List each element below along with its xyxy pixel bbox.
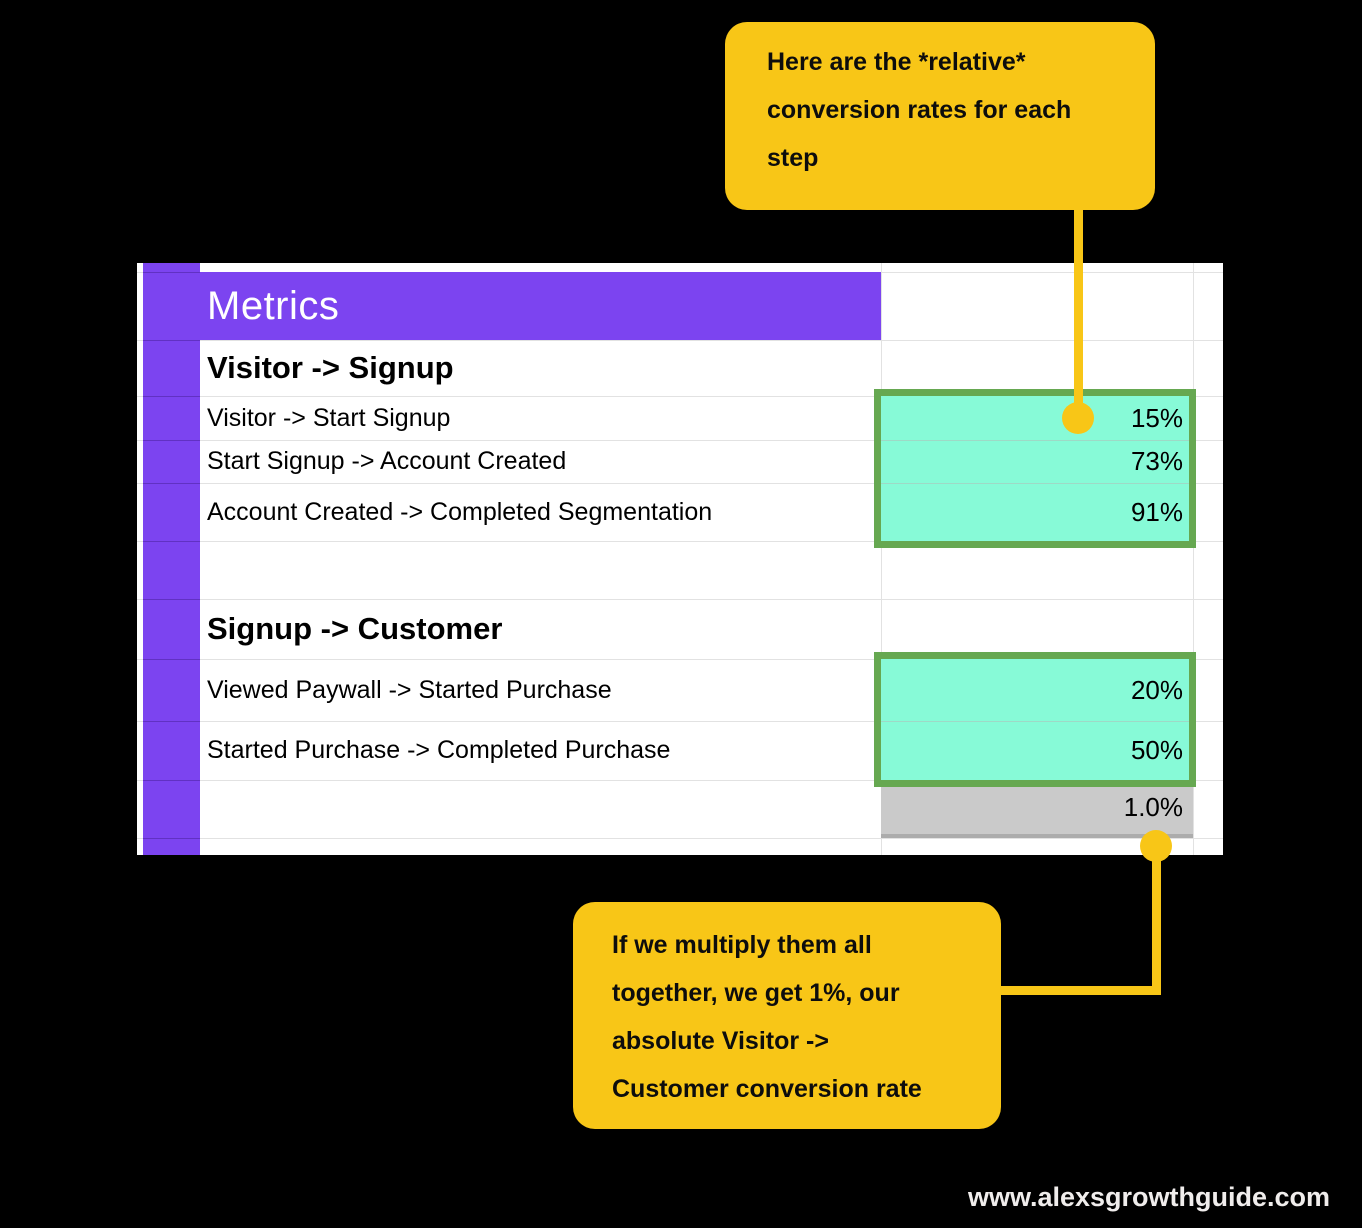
gridline-horizontal <box>143 483 200 484</box>
cell-divider <box>881 483 1189 484</box>
metric-row-account-created-segmentation[interactable]: Account Created -> Completed Segmentatio… <box>207 497 713 526</box>
gridline-vertical <box>1193 263 1194 855</box>
gridline-horizontal <box>137 483 1223 484</box>
watermark-url: www.alexsgrowthguide.com <box>967 1182 1330 1212</box>
connector-dot-bottom <box>1140 830 1172 862</box>
metric-row-started-completed-purchase[interactable]: Started Purchase -> Completed Purchase <box>207 736 671 764</box>
connector-line-bottom-horizontal <box>998 986 1161 995</box>
highlight-block-customer-rates <box>874 652 1196 787</box>
gridline-horizontal <box>137 721 1223 722</box>
gridline-horizontal <box>137 838 1223 839</box>
value-start-signup-account-created[interactable]: 73% <box>1130 446 1183 476</box>
value-visitor-start-signup[interactable]: 15% <box>1130 402 1183 433</box>
metric-row-start-signup-account-created[interactable]: Start Signup -> Account Created <box>207 447 567 475</box>
value-total-conversion[interactable]: 1.0% <box>1123 791 1183 822</box>
gridline-horizontal <box>137 780 1223 781</box>
gridline-horizontal <box>143 541 200 542</box>
highlight-block-signup-rates <box>874 389 1196 548</box>
section-row-signup-customer[interactable]: Signup -> Customer <box>207 611 503 646</box>
metric-row-visitor-start-signup[interactable]: Visitor -> Start Signup <box>207 403 451 432</box>
value-paywall-started-purchase[interactable]: 20% <box>1130 674 1183 705</box>
section-row-visitor-signup[interactable]: Visitor -> Signup <box>207 350 454 385</box>
gridline-horizontal <box>143 599 200 600</box>
gridline-horizontal <box>143 440 200 441</box>
gridline-horizontal <box>143 272 200 273</box>
gridline-horizontal <box>137 396 1223 397</box>
callout-top-text: Here are the *relative* conversion rates… <box>767 48 1072 172</box>
gridline-horizontal <box>137 440 1223 441</box>
gridline-horizontal <box>143 340 200 341</box>
value-account-created-segmentation[interactable]: 91% <box>1130 496 1183 527</box>
cell-divider <box>881 721 1189 722</box>
purple-band-column <box>143 263 200 855</box>
connector-line-bottom-vertical <box>1152 846 1161 990</box>
connector-line-top <box>1074 208 1083 418</box>
gridline-horizontal <box>137 340 1223 341</box>
gridline-horizontal <box>143 659 200 660</box>
gridline-horizontal <box>143 396 200 397</box>
total-cell[interactable] <box>881 780 1193 838</box>
cell-divider <box>881 440 1189 441</box>
gridline-horizontal <box>143 721 200 722</box>
header-cell-metrics[interactable]: Metrics <box>200 272 881 340</box>
gridline-horizontal <box>143 780 200 781</box>
value-started-completed-purchase[interactable]: 50% <box>1130 735 1183 765</box>
callout-absolute-rate: If we multiply them all together, we get… <box>573 902 1001 1129</box>
gridline-horizontal <box>143 838 200 839</box>
callout-relative-rates: Here are the *relative* conversion rates… <box>725 22 1155 210</box>
callout-bottom-text: If we multiply them all together, we get… <box>612 931 922 1103</box>
gridline-horizontal <box>137 659 1223 660</box>
connector-dot-top <box>1062 402 1094 434</box>
header-title: Metrics <box>207 283 340 328</box>
gridline-vertical <box>881 263 882 855</box>
gridline-horizontal <box>137 599 1223 600</box>
spreadsheet: Metrics Visitor -> Signup Visitor -> Sta… <box>137 263 1223 855</box>
gridline-horizontal <box>137 541 1223 542</box>
metric-row-paywall-started-purchase[interactable]: Viewed Paywall -> Started Purchase <box>207 675 612 704</box>
